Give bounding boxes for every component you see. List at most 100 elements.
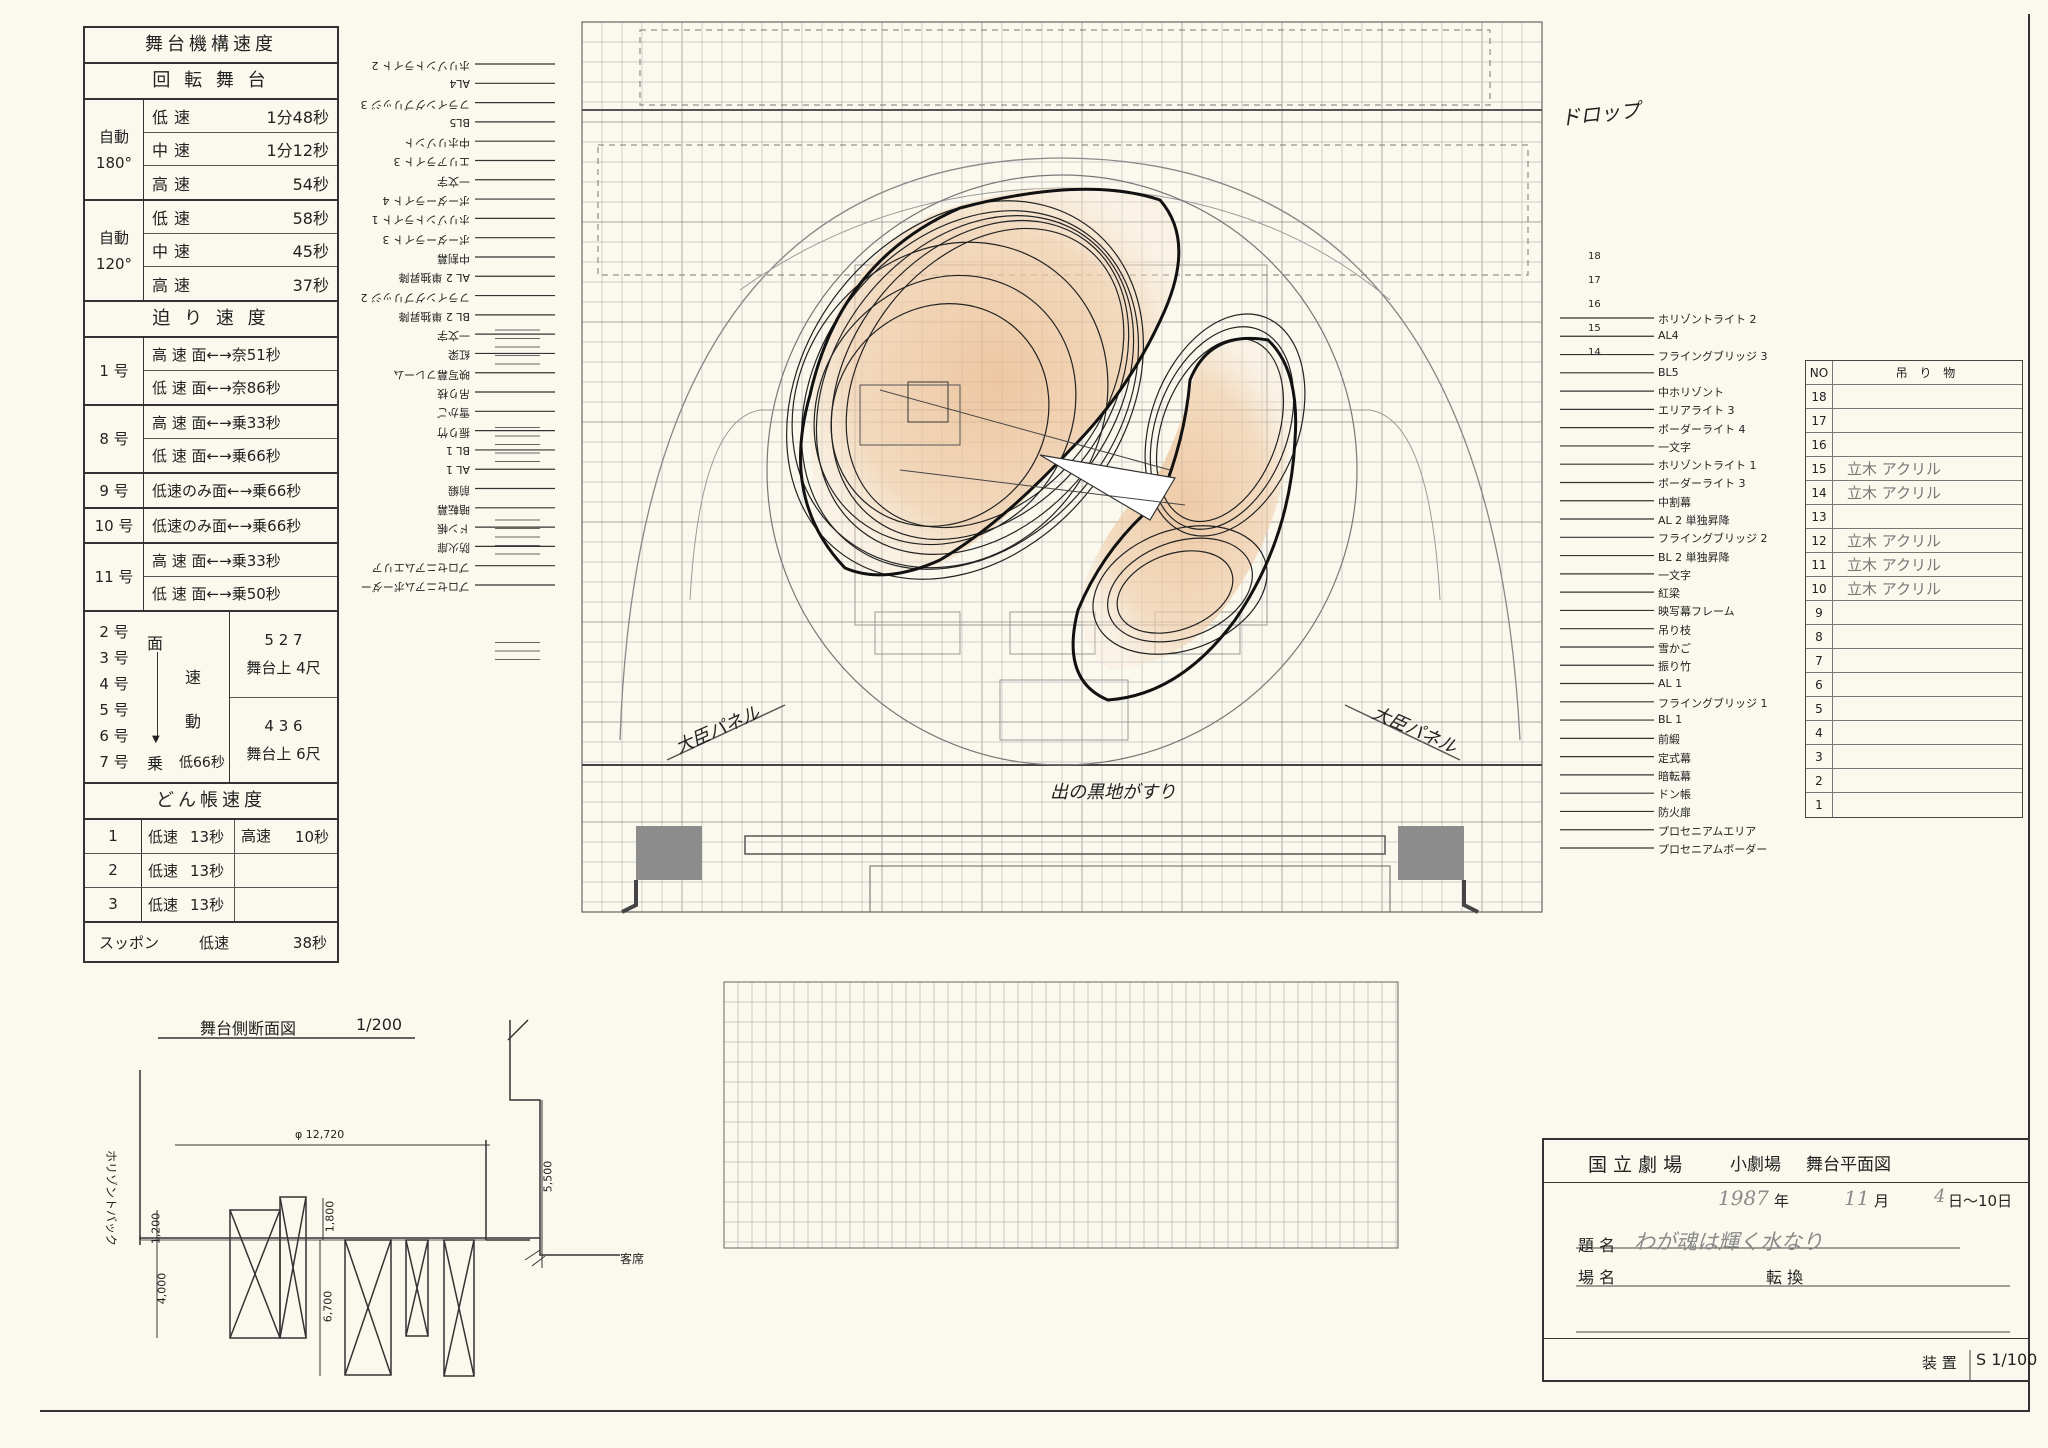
lift-row: 高 速 面←→奈51秒: [144, 338, 337, 371]
dim-width: φ 12,720: [295, 1128, 345, 1141]
right-label: 一文字: [1658, 440, 1691, 454]
right-label: プロセニアムエリア: [1658, 824, 1757, 838]
left-label: プロセニアムエリア: [371, 560, 470, 574]
right-label: 前緞: [1658, 733, 1680, 747]
audience-label: 客席: [620, 1252, 645, 1266]
right-label: 振り竹: [1658, 660, 1691, 674]
day-value: 4: [1934, 1186, 1946, 1207]
left-label: 中ホリゾント: [404, 136, 470, 150]
left-label: 振り竹: [437, 425, 470, 439]
left-label: エリアライト 3: [393, 155, 471, 169]
floor-note: 出の黒地がすり: [1050, 782, 1176, 803]
drawing-name: 舞台平面図: [1806, 1155, 1891, 1175]
left-label: BL5: [449, 115, 470, 129]
title-value: わが魂は輝く水なり: [1634, 1230, 1823, 1254]
batten-number: 17: [1588, 275, 1601, 286]
right-label: 雪かご: [1658, 641, 1691, 655]
lift-group-8: 8 号 高 速 面←→乗33秒 低 速 面←→乗66秒: [85, 406, 337, 474]
right-label: 防火扉: [1658, 806, 1691, 820]
horizon-label: ホリゾントバック: [104, 1150, 118, 1247]
hall-name: 小劇場: [1730, 1155, 1781, 1175]
right-label: 中ホリゾント: [1658, 386, 1724, 400]
hanging-row: 2: [1806, 769, 2022, 793]
left-label: 中割幕: [437, 251, 470, 265]
hanging-row: 3: [1806, 745, 2022, 769]
left-label: ホリゾントライト 1: [371, 213, 471, 227]
lift-row: 高 速 面←→乗33秒: [144, 406, 337, 439]
hanging-row: 4: [1806, 721, 2022, 745]
hanging-row: 9: [1806, 601, 2022, 625]
left-label: 防火扉: [437, 541, 470, 555]
hanging-row: 8: [1806, 625, 2022, 649]
left-label: BL 2 単独昇降: [398, 309, 470, 323]
right-label: AL 1: [1658, 676, 1683, 690]
dim-5500: 5,500: [541, 1160, 555, 1193]
lift-row: 低 速 面←→奈86秒: [152, 379, 281, 397]
dim-6700: 6,700: [321, 1290, 335, 1323]
hanging-row: 6: [1806, 673, 2022, 697]
right-label: AL 2 単独昇降: [1658, 514, 1730, 528]
left-label: プロセニアムボーダー: [360, 580, 470, 593]
hanging-row: 18: [1806, 385, 2022, 409]
hanging-row: 16: [1806, 433, 2022, 457]
right-label: フライングブリッジ 3: [1658, 349, 1768, 363]
left-label: BL 1: [445, 443, 470, 457]
title-block: 国 立 劇 場 小劇場 舞台平面図 1987 年 11 月 4 日〜10日 題 …: [1542, 1138, 2037, 1382]
right-label: ボーダーライト 3: [1658, 477, 1746, 491]
lift-row: 低速のみ面←→乗66秒: [152, 482, 302, 500]
left-label: 紅梁: [448, 348, 470, 362]
lift-row: 低 速 面←→乗66秒: [152, 447, 281, 465]
left-label: AL4: [449, 77, 470, 91]
right-label: フライングブリッジ 2: [1658, 532, 1768, 546]
lift-row: 低 速 面←→乗50秒: [152, 585, 281, 603]
left-label: ドン帳: [437, 522, 470, 536]
left-label: 吊り枝: [437, 387, 470, 401]
lift-row: 高 速 面←→乗33秒: [144, 544, 337, 577]
batten-number: 15: [1588, 323, 1601, 334]
scene-value: 転 換: [1766, 1268, 1804, 1287]
right-label: 一文字: [1658, 568, 1691, 582]
left-label: フライングブリッジ 2: [360, 290, 471, 304]
device-value: S 1/100: [1976, 1350, 2038, 1369]
lift-group-1: 1 号 高 速 面←→奈51秒 低 速 面←→奈86秒: [85, 338, 337, 406]
speed-table-title: 舞台機構速度: [85, 28, 337, 64]
left-label: 前緞: [448, 483, 470, 497]
dim-1800: 1,800: [323, 1200, 337, 1233]
right-label: BL 1: [1658, 713, 1683, 727]
section-title: 舞台側断面図: [200, 1019, 297, 1038]
left-label: ホリゾントライト 2: [371, 59, 471, 72]
curtain-header: どん帳速度: [85, 784, 337, 820]
right-label: 吊り枝: [1658, 623, 1691, 637]
left-label: 一文字: [437, 329, 470, 343]
left-label: 一文字: [437, 174, 470, 188]
dim-4000: 4,000: [155, 1272, 169, 1305]
right-label: フライングブリッジ 1: [1658, 696, 1768, 710]
right-label: プロセニアムボーダー: [1658, 843, 1768, 856]
hanging-row: 17: [1806, 409, 2022, 433]
batten-number: 16: [1588, 299, 1601, 310]
device-label: 装 置: [1922, 1354, 1957, 1372]
lift-group-11: 11 号 高 速 面←→乗33秒 低 速 面←→乗50秒: [85, 544, 337, 612]
hanging-row: 5: [1806, 697, 2022, 721]
right-label: エリアライト 3: [1658, 404, 1735, 418]
hanging-row: 1: [1806, 793, 2022, 817]
right-label: 中割幕: [1658, 495, 1691, 509]
left-label: 映写幕フレーム: [393, 367, 470, 381]
right-label: ホリゾントライト 1: [1658, 459, 1757, 473]
auto-label: 自動: [98, 228, 129, 247]
hanging-row: 7: [1806, 649, 2022, 673]
